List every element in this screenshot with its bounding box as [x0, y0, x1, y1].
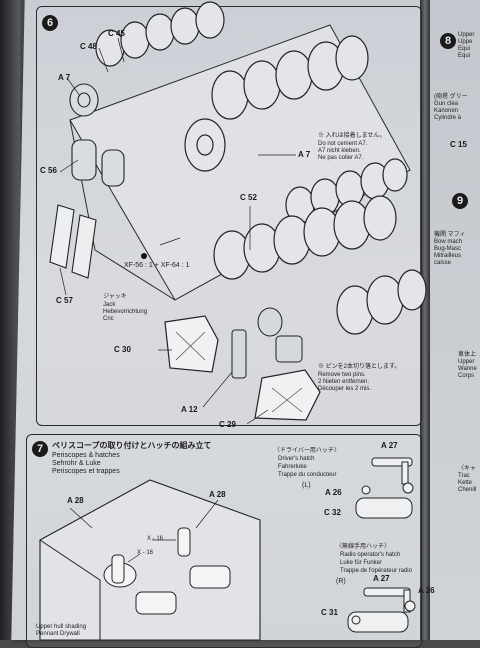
hull-shading-line1: Upper hull shading [36, 624, 87, 630]
remove-pins-fr: Découper les 2 mis. [318, 386, 372, 392]
step8-line-2: Equi [458, 46, 471, 52]
part-label-c29: C 29 [219, 420, 236, 429]
step9-lower-2: Wanne [458, 366, 477, 372]
part-label-x16-b: X - 16 [137, 550, 154, 556]
part-label-c30: C 30 [114, 345, 131, 354]
drivers-hatch-jp: 〈ドライバー用ハッチ〉 [274, 448, 340, 454]
step8-number: 8 [440, 33, 456, 49]
part-label-a28-left: A 28 [67, 496, 84, 505]
part-label-c56: C 56 [40, 166, 57, 175]
part-label-a12: A 12 [181, 405, 198, 414]
step7-title-jp: ペリスコープの取り付けとハッチの組み立て [52, 441, 212, 450]
step7-number: 7 [32, 441, 48, 457]
step9-line-4: caisse [434, 260, 452, 266]
jack-fr: Cric [103, 316, 114, 322]
step8-line-3: Equi [458, 53, 471, 59]
drivers-hatch-side: (L) [302, 482, 311, 489]
radio-hatch-side: (R) [336, 578, 346, 585]
remove-pins-en: Remove two pins. [318, 372, 366, 378]
step9-line-3: Mitrailleus [434, 253, 462, 259]
step9-line-2: Bug-Masc [434, 246, 462, 252]
step6-number: 6 [42, 15, 58, 31]
step7-title-de: Sehrohr & Luke [52, 460, 101, 467]
step8-line-1: Uppe [458, 39, 473, 45]
radio-hatch-a26: A 26 [418, 586, 435, 595]
jack-en: Jack [103, 302, 116, 308]
drivers-hatch-de: Fahrerluke [278, 464, 307, 470]
step7-title-en: Periscopes & hatches [52, 452, 120, 459]
book-gutter [420, 0, 430, 640]
jack-de: Hebevorrichtung [103, 309, 148, 315]
step10-line-3: Chenill [458, 487, 477, 493]
part-label-c52: C 52 [240, 193, 257, 202]
step9-lower-1: Upper [458, 359, 475, 365]
part-label-a7-top: A 7 [58, 73, 71, 82]
step8-mid-1: Gun clea [434, 101, 459, 107]
step9-line-1: Bow mach [434, 239, 463, 245]
do-not-cement-jp: ※ 入れは接着しません。 [318, 133, 386, 139]
part-label-x16-a: X - 16 [147, 536, 164, 542]
part-label-a7-right: A 7 [298, 150, 311, 159]
paint-code: XF-56 : 1 + XF-64 : 1 [124, 262, 190, 269]
hull-shading-line2: Pennant Drywall [36, 631, 80, 637]
step9-lower-3: Corps [458, 373, 475, 379]
step10-line-0: 〈キャ [458, 466, 477, 472]
radio-hatch-jp: 〈無線手用ハッチ〉 [336, 544, 391, 550]
radio-hatch-c31: C 31 [321, 608, 338, 617]
radio-hatch-de: Luke für Funker [340, 560, 383, 566]
do-not-cement-fr: Ne pas coller A7. [318, 155, 364, 161]
remove-pins-de: 2 Nieten entfernen. [318, 379, 370, 385]
do-not-cement-en: Do not cement A7. [318, 141, 368, 147]
drivers-hatch-c32: C 32 [324, 508, 341, 517]
step9-line-0: 機関 マフィ [434, 232, 466, 238]
do-not-cement-de: A7 nicht kleben. [318, 148, 361, 154]
radio-hatch-a27: A 27 [373, 574, 390, 583]
radio-hatch-fr: Trappe de l'opérateur radio [340, 568, 412, 574]
step10-line-1: Trac [458, 473, 470, 479]
jack-jp: ジャッキ [103, 294, 127, 300]
next-page-sheet [430, 0, 480, 640]
part-label-c48: C 48 [80, 42, 97, 51]
part-label-c15: C 15 [450, 140, 467, 149]
remove-pins-jp: ※ ピンを2本切り落とします。 [318, 364, 401, 370]
step8-line-0: Upper [458, 32, 475, 38]
step7-title-fr: Periscopes et trappes [52, 468, 120, 475]
part-label-c45: C 45 [108, 29, 125, 38]
part-label-c57: C 57 [56, 296, 73, 305]
drivers-hatch-en: Driver's hatch [278, 456, 315, 462]
radio-hatch-en: Radio operator's hatch [340, 552, 401, 558]
step9-lower-0: 車体上 [458, 352, 477, 358]
drivers-hatch-a26: A 26 [325, 488, 342, 497]
step8-mid-2: Kanonen [434, 108, 459, 114]
step8-mid-0: (砲塔 グリー [434, 94, 468, 100]
drivers-hatch-fr: Trappe du conducteur [278, 472, 337, 478]
drivers-hatch-a27: A 27 [381, 441, 398, 450]
step10-line-2: Kette [458, 480, 473, 486]
step9-number: 9 [452, 193, 468, 209]
part-label-a28-right: A 28 [209, 490, 226, 499]
step8-mid-3: Cylindre à [434, 115, 462, 121]
